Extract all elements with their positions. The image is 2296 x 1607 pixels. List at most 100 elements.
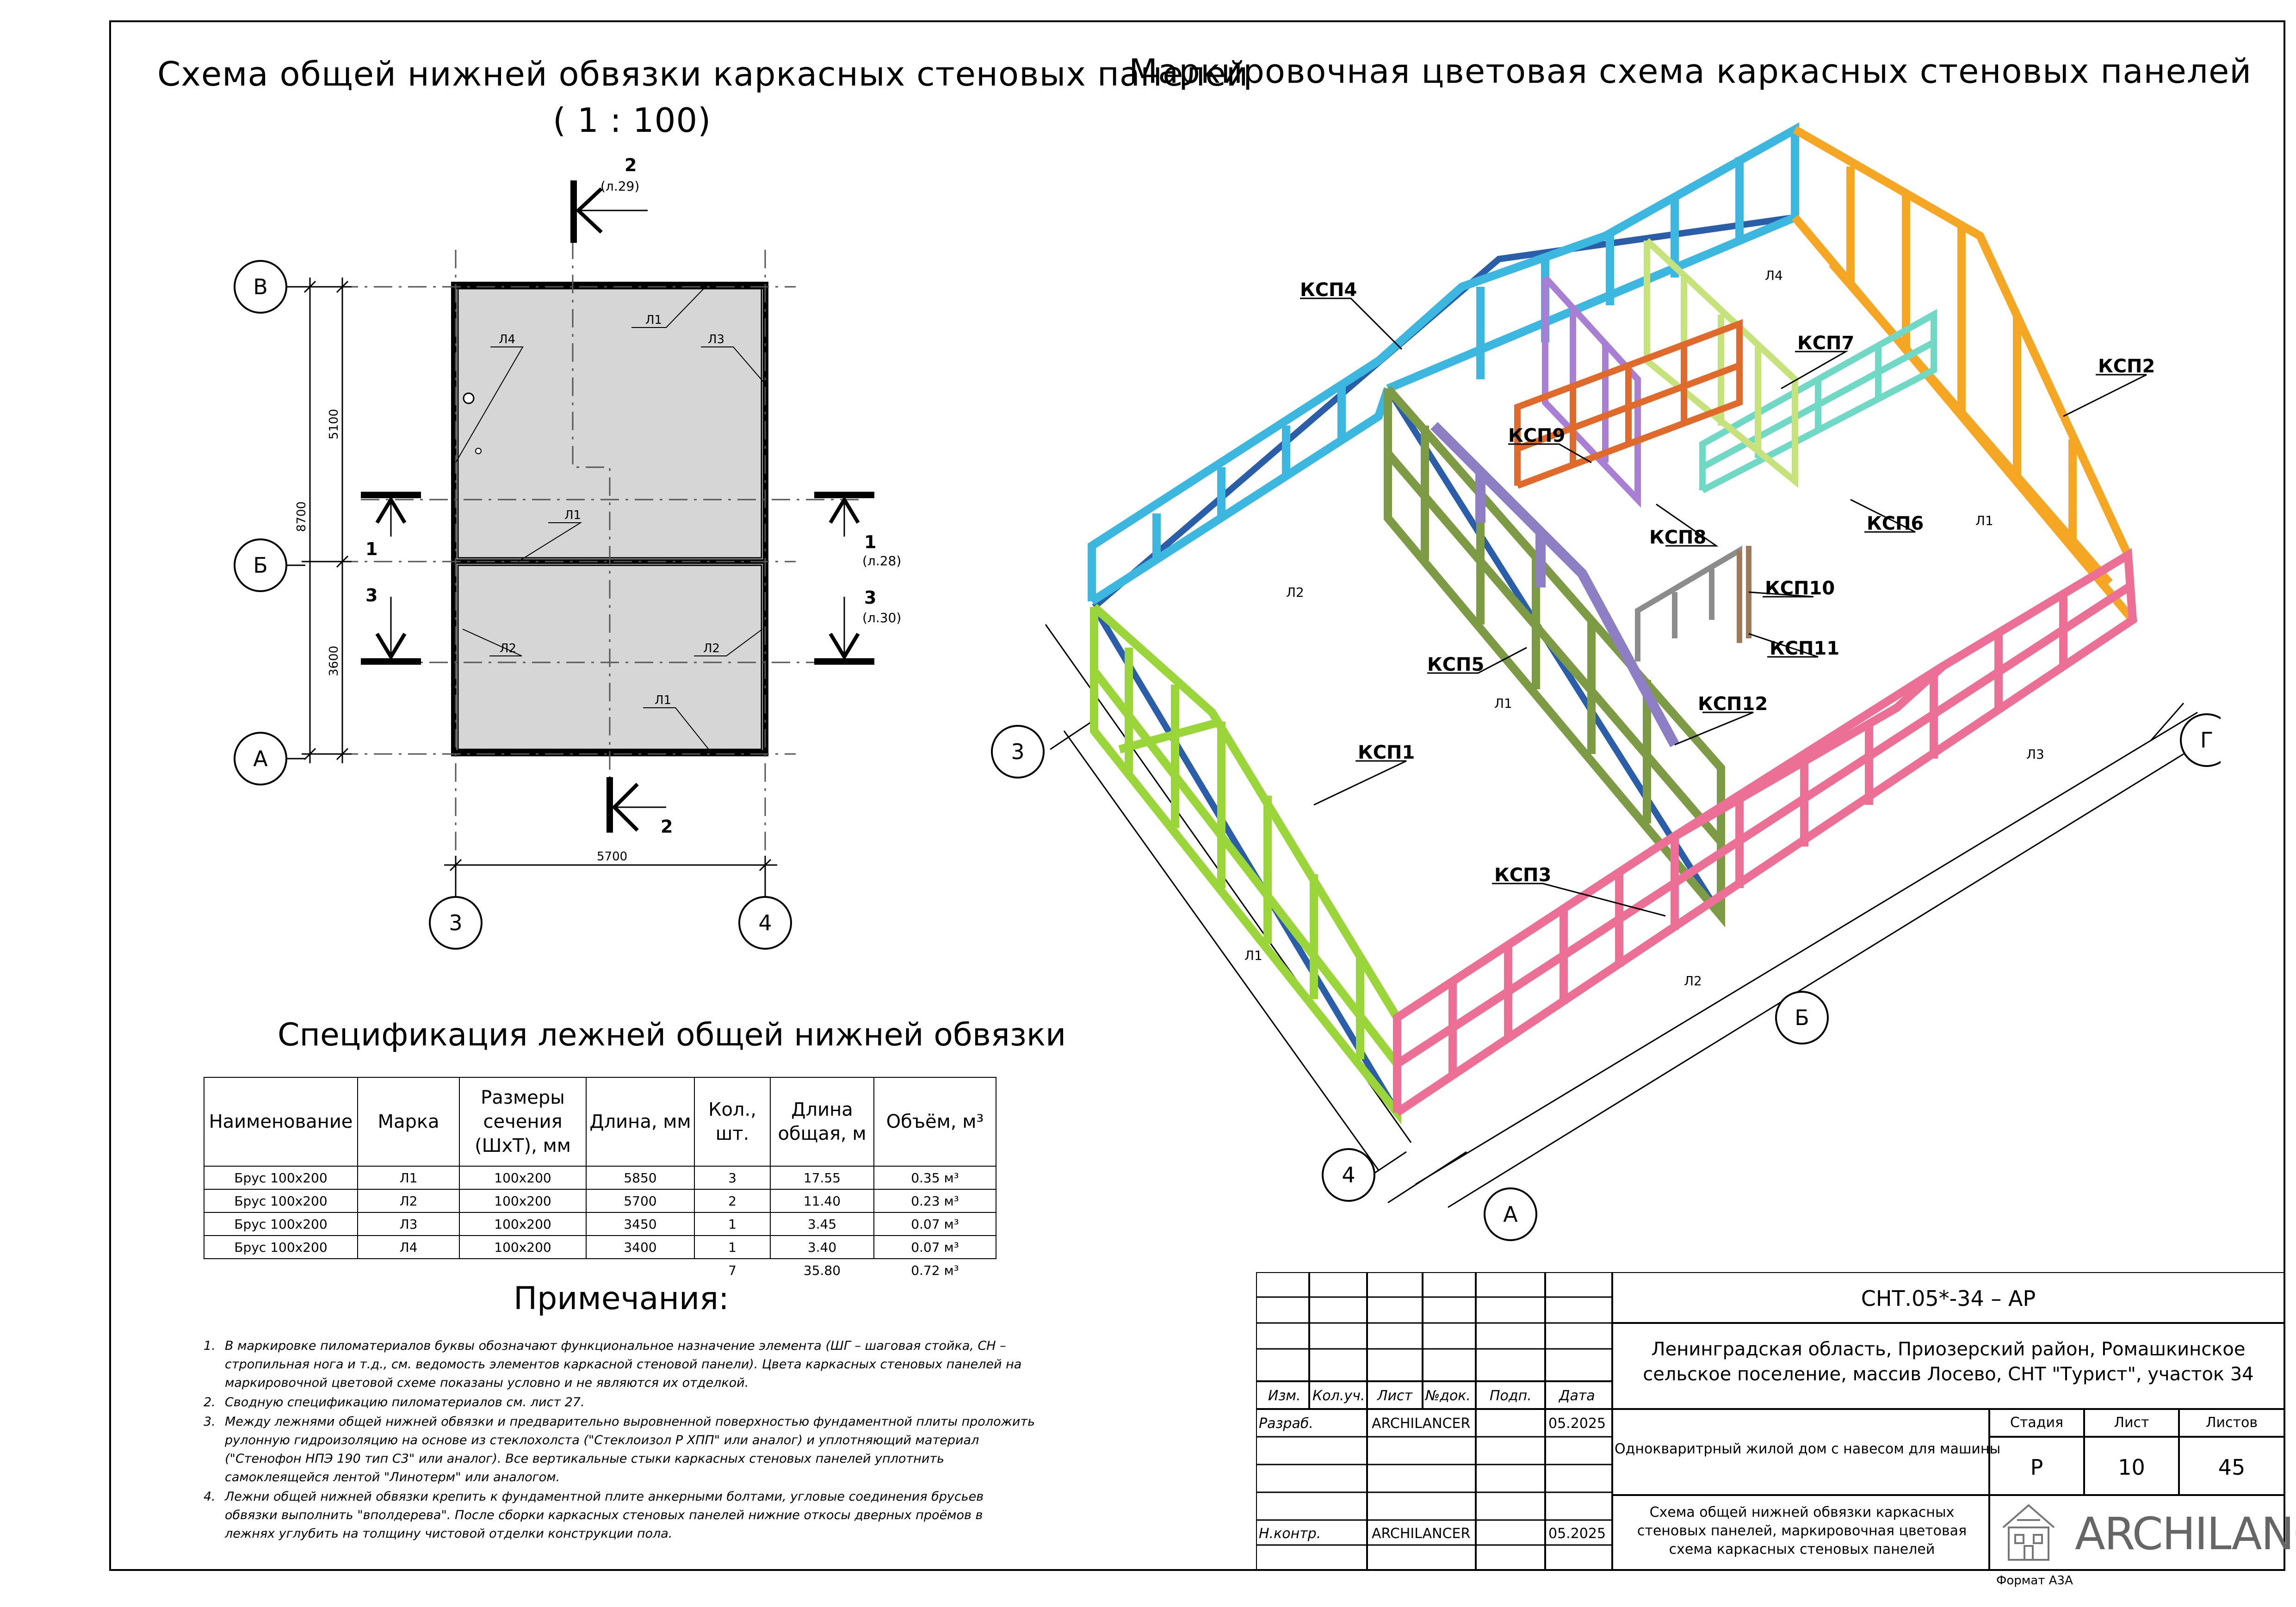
- spec-header: Длина, мм: [586, 1077, 695, 1167]
- spec-cell: [586, 1259, 694, 1281]
- plan-title: Схема общей нижней обвязки каркасных сте…: [157, 55, 1249, 93]
- axis-label-v: В: [253, 274, 268, 299]
- note-text: В маркировке пиломатериалов буквы обозна…: [225, 1339, 1022, 1390]
- tb-sheet: 10: [2118, 1455, 2145, 1480]
- spec-cell: [204, 1259, 358, 1281]
- tb-header: Лист: [1377, 1388, 1413, 1404]
- label-ksp2: КСП2: [2098, 356, 2155, 377]
- dim-width: 5700: [597, 850, 627, 864]
- iso-panel-labels: КСП4 КСП2 КСП3 КСП1 КСП5 КСП6 КСП7 КСП8 …: [1300, 279, 2155, 886]
- iso-beam-l2-front: Л2: [1684, 973, 1702, 989]
- plan-beam-l2-left: Л2: [500, 642, 516, 655]
- notes-title: Примечания:: [514, 1280, 729, 1317]
- spec-cell: Л1: [357, 1166, 460, 1190]
- iso-axis-bubbles: [991, 713, 2221, 1241]
- spec-header: Объём, м³: [873, 1077, 996, 1167]
- panel-ksp10: [1635, 545, 1742, 661]
- iso-beam-l4: Л4: [1765, 268, 1783, 283]
- spec-cell: 0.35 м³: [873, 1166, 996, 1190]
- spec-cell: 1: [694, 1212, 771, 1236]
- section-labels: 2 2 1 1 3 3: [365, 155, 876, 837]
- list-item: 1.В маркировке пиломатериалов буквы обоз…: [204, 1339, 1022, 1390]
- panel-ksp12: [1430, 422, 1679, 748]
- axis-label-3: 3: [449, 910, 462, 935]
- spec-cell: 3450: [586, 1212, 695, 1236]
- spec-cell: 5850: [586, 1166, 695, 1190]
- tb-building: Однокваритрный жилой дом с навесом для м…: [1615, 1441, 2001, 1457]
- section-markers: [361, 180, 874, 833]
- spec-total-length: 35.80: [803, 1262, 841, 1278]
- spec-cell: 3400: [586, 1235, 695, 1259]
- spec-cell: Брус 100х200: [204, 1166, 358, 1190]
- plan-dim-texts: 8700 5100 3600 5700: [295, 409, 627, 864]
- iso-axis-labels: 3 4 А Б Г: [1011, 728, 2213, 1227]
- spec-cell: 11.40: [770, 1189, 874, 1213]
- spec-cell: 2: [694, 1189, 771, 1213]
- iso-axis-4: 4: [1342, 1162, 1355, 1187]
- label-ksp9: КСП9: [1508, 425, 1565, 446]
- tb-sheets-header: Листов: [2205, 1415, 2258, 1431]
- tb-header: Кол.уч.: [1312, 1388, 1365, 1404]
- spec-cell: 100х200: [459, 1235, 587, 1259]
- table-row: Брус 100х200 Л1 100х200 5850 3 17.55 0.3…: [204, 1166, 996, 1190]
- label-ksp8: КСП8: [1649, 527, 1706, 548]
- list-item: 3.Между лежнями общей нижней обвязки и п…: [204, 1415, 1035, 1484]
- panel-ksp2: [1792, 126, 2137, 623]
- iso-beam-l3: Л3: [2026, 747, 2044, 762]
- iso-beam-labels: Л1 Л1 Л1 Л2 Л2 Л3 Л4: [1244, 268, 2044, 989]
- section-3-left: 3: [365, 585, 378, 606]
- label-ksp5: КСП5: [1427, 654, 1484, 675]
- plan-beam-l3: Л3: [708, 333, 724, 346]
- spec-header: Наименование: [204, 1077, 358, 1167]
- plan-grid: [305, 241, 860, 907]
- spec-cell: Л3: [357, 1212, 460, 1236]
- tb-role-razrab: Разраб.: [1259, 1415, 1313, 1432]
- spec-cell: 3.40: [770, 1235, 874, 1259]
- tb-address: Ленинградская область, Приозерский район…: [1643, 1339, 2254, 1385]
- spec-cell: 3: [694, 1166, 771, 1190]
- tb-header: Подп.: [1490, 1388, 1532, 1404]
- tb-sheets: 45: [2218, 1455, 2246, 1480]
- label-ksp1: КСП1: [1358, 742, 1415, 763]
- title-block: Изм. Кол.уч. Лист №док. Подп. Дата Разра…: [1256, 1272, 2296, 1570]
- spec-cell: [358, 1259, 459, 1281]
- iso-beam-l1-mid: Л1: [1494, 696, 1512, 711]
- plan-beam-l1-top: Л1: [645, 313, 662, 327]
- panel-ksp8: [1514, 319, 1743, 489]
- plan-axis-labels: В Б А 3 4: [253, 274, 772, 935]
- tb-header: Изм.: [1268, 1388, 1301, 1404]
- spec-header: Кол., шт.: [694, 1077, 771, 1167]
- spec-cell: 17.55: [770, 1166, 874, 1190]
- tb-name-razrab: ARCHILANCER: [1372, 1415, 1471, 1432]
- plan-beam-l1-bottom: Л1: [655, 693, 671, 707]
- tb-sheet-header: Лист: [2114, 1415, 2149, 1431]
- tb-header: №док.: [1425, 1388, 1471, 1404]
- sheet-format: Формат А3А: [1996, 1574, 2073, 1588]
- spec-cell: Брус 100х200: [204, 1189, 358, 1213]
- section-ref-3: (л.30): [862, 610, 901, 625]
- note-text: Между лежнями общей нижней обвязки и пре…: [225, 1415, 1035, 1484]
- spec-cell: 0.23 м³: [873, 1189, 996, 1213]
- spec-cell: 5700: [586, 1189, 695, 1213]
- section-2-top: 2: [625, 155, 637, 175]
- iso-panel-leaders: [1300, 297, 2147, 917]
- axis-label-4: 4: [758, 910, 772, 935]
- section-1-right: 1: [864, 532, 876, 552]
- house-logo-icon: [2002, 1504, 2055, 1561]
- iso-title: Маркировочная цветовая схема каркасных с…: [1129, 52, 2252, 91]
- spec-header: Длина общая, м: [770, 1077, 874, 1167]
- spec-cell: 0.07 м³: [873, 1235, 996, 1259]
- spec-cell: Брус 100х200: [204, 1235, 358, 1259]
- list-item: 4.Лежни общей нижней обвязки крепить к ф…: [204, 1490, 984, 1541]
- spec-cell: [459, 1259, 586, 1281]
- spec-header: Размеры сечения (ШхТ), мм: [459, 1077, 587, 1167]
- label-ksp4: КСП4: [1300, 279, 1357, 301]
- dim-lower: 3600: [327, 646, 341, 676]
- table-row: Брус 100х200 Л3 100х200 3450 1 3.45 0.07…: [204, 1212, 996, 1236]
- section-3-right: 3: [864, 587, 876, 608]
- spec-cell: Л2: [357, 1189, 460, 1213]
- spec-header-row: Наименование Марка Размеры сечения (ШхТ)…: [204, 1077, 996, 1167]
- panel-ksp3: [1393, 548, 2137, 1116]
